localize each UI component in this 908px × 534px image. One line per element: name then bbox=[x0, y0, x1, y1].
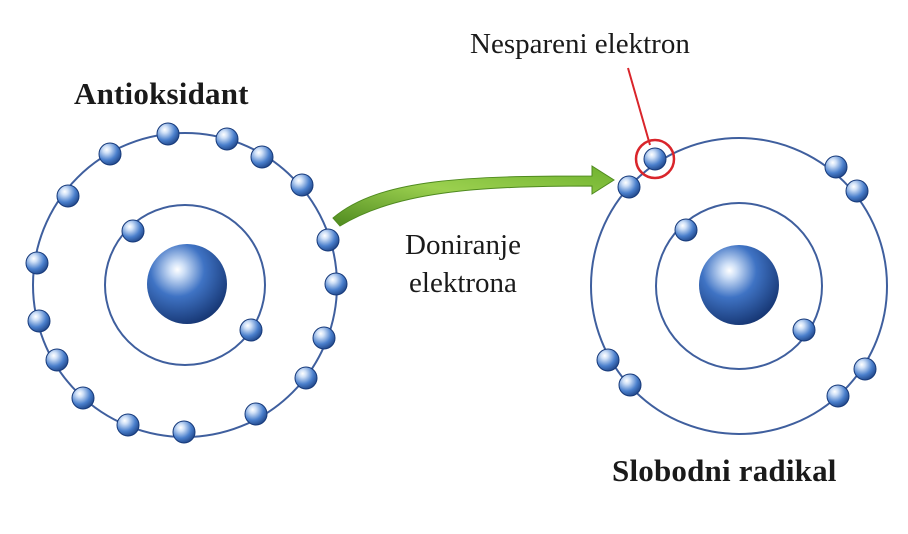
radical-electron bbox=[845, 179, 869, 203]
antioxidant-electron bbox=[172, 420, 196, 444]
antioxidant-electron bbox=[290, 173, 314, 197]
antioxidant-inner-orbit bbox=[104, 204, 266, 366]
antioxidant-electron bbox=[316, 228, 340, 252]
radical-electron bbox=[674, 218, 698, 242]
electron-donation-label: Doniranje elektrona bbox=[378, 226, 548, 302]
unpaired-electron-label: Nespareni elektron bbox=[470, 28, 690, 60]
radical-electron bbox=[618, 373, 642, 397]
antioxidant-electron bbox=[294, 366, 318, 390]
antioxidant-electron bbox=[98, 142, 122, 166]
antioxidant-electron bbox=[156, 122, 180, 146]
radical-electron bbox=[617, 175, 641, 199]
antioxidant-electron bbox=[250, 145, 274, 169]
antioxidant-electron bbox=[71, 386, 95, 410]
antioxidant-electron bbox=[244, 402, 268, 426]
antioxidant-electron bbox=[239, 318, 263, 342]
donation-arrow bbox=[332, 165, 615, 227]
antioxidant-atom bbox=[25, 122, 348, 444]
radical-electron bbox=[824, 155, 848, 179]
donation-label-line1: Doniranje bbox=[405, 229, 521, 261]
antioxidant-electron bbox=[312, 326, 336, 350]
radical-nucleus bbox=[699, 245, 779, 325]
antioxidant-label: Antioksidant bbox=[74, 76, 249, 111]
radical-electron bbox=[643, 147, 667, 171]
antioxidant-electron bbox=[45, 348, 69, 372]
unpaired-electron-ring bbox=[634, 138, 676, 180]
radical-electron bbox=[792, 318, 816, 342]
antioxidant-electron bbox=[25, 251, 49, 275]
radical-electron bbox=[596, 348, 620, 372]
antioxidant-electron bbox=[27, 309, 51, 333]
pointer-line bbox=[627, 67, 651, 146]
donation-label-line2: elektrona bbox=[409, 267, 517, 299]
radical-electrons bbox=[596, 147, 877, 408]
antioxidant-electron bbox=[56, 184, 80, 208]
free-radical-atom bbox=[590, 137, 888, 435]
antioxidant-nucleus bbox=[147, 244, 227, 324]
radical-electron bbox=[853, 357, 877, 381]
antioxidant-electron bbox=[215, 127, 239, 151]
antioxidant-electron bbox=[116, 413, 140, 437]
antioxidant-electron bbox=[121, 219, 145, 243]
radical-outer-orbit bbox=[590, 137, 888, 435]
antioxidant-electrons bbox=[25, 122, 348, 444]
free-radical-label: Slobodni radikal bbox=[612, 453, 837, 488]
radical-electron bbox=[826, 384, 850, 408]
radical-inner-orbit bbox=[655, 202, 823, 370]
antioxidant-electron bbox=[324, 272, 348, 296]
